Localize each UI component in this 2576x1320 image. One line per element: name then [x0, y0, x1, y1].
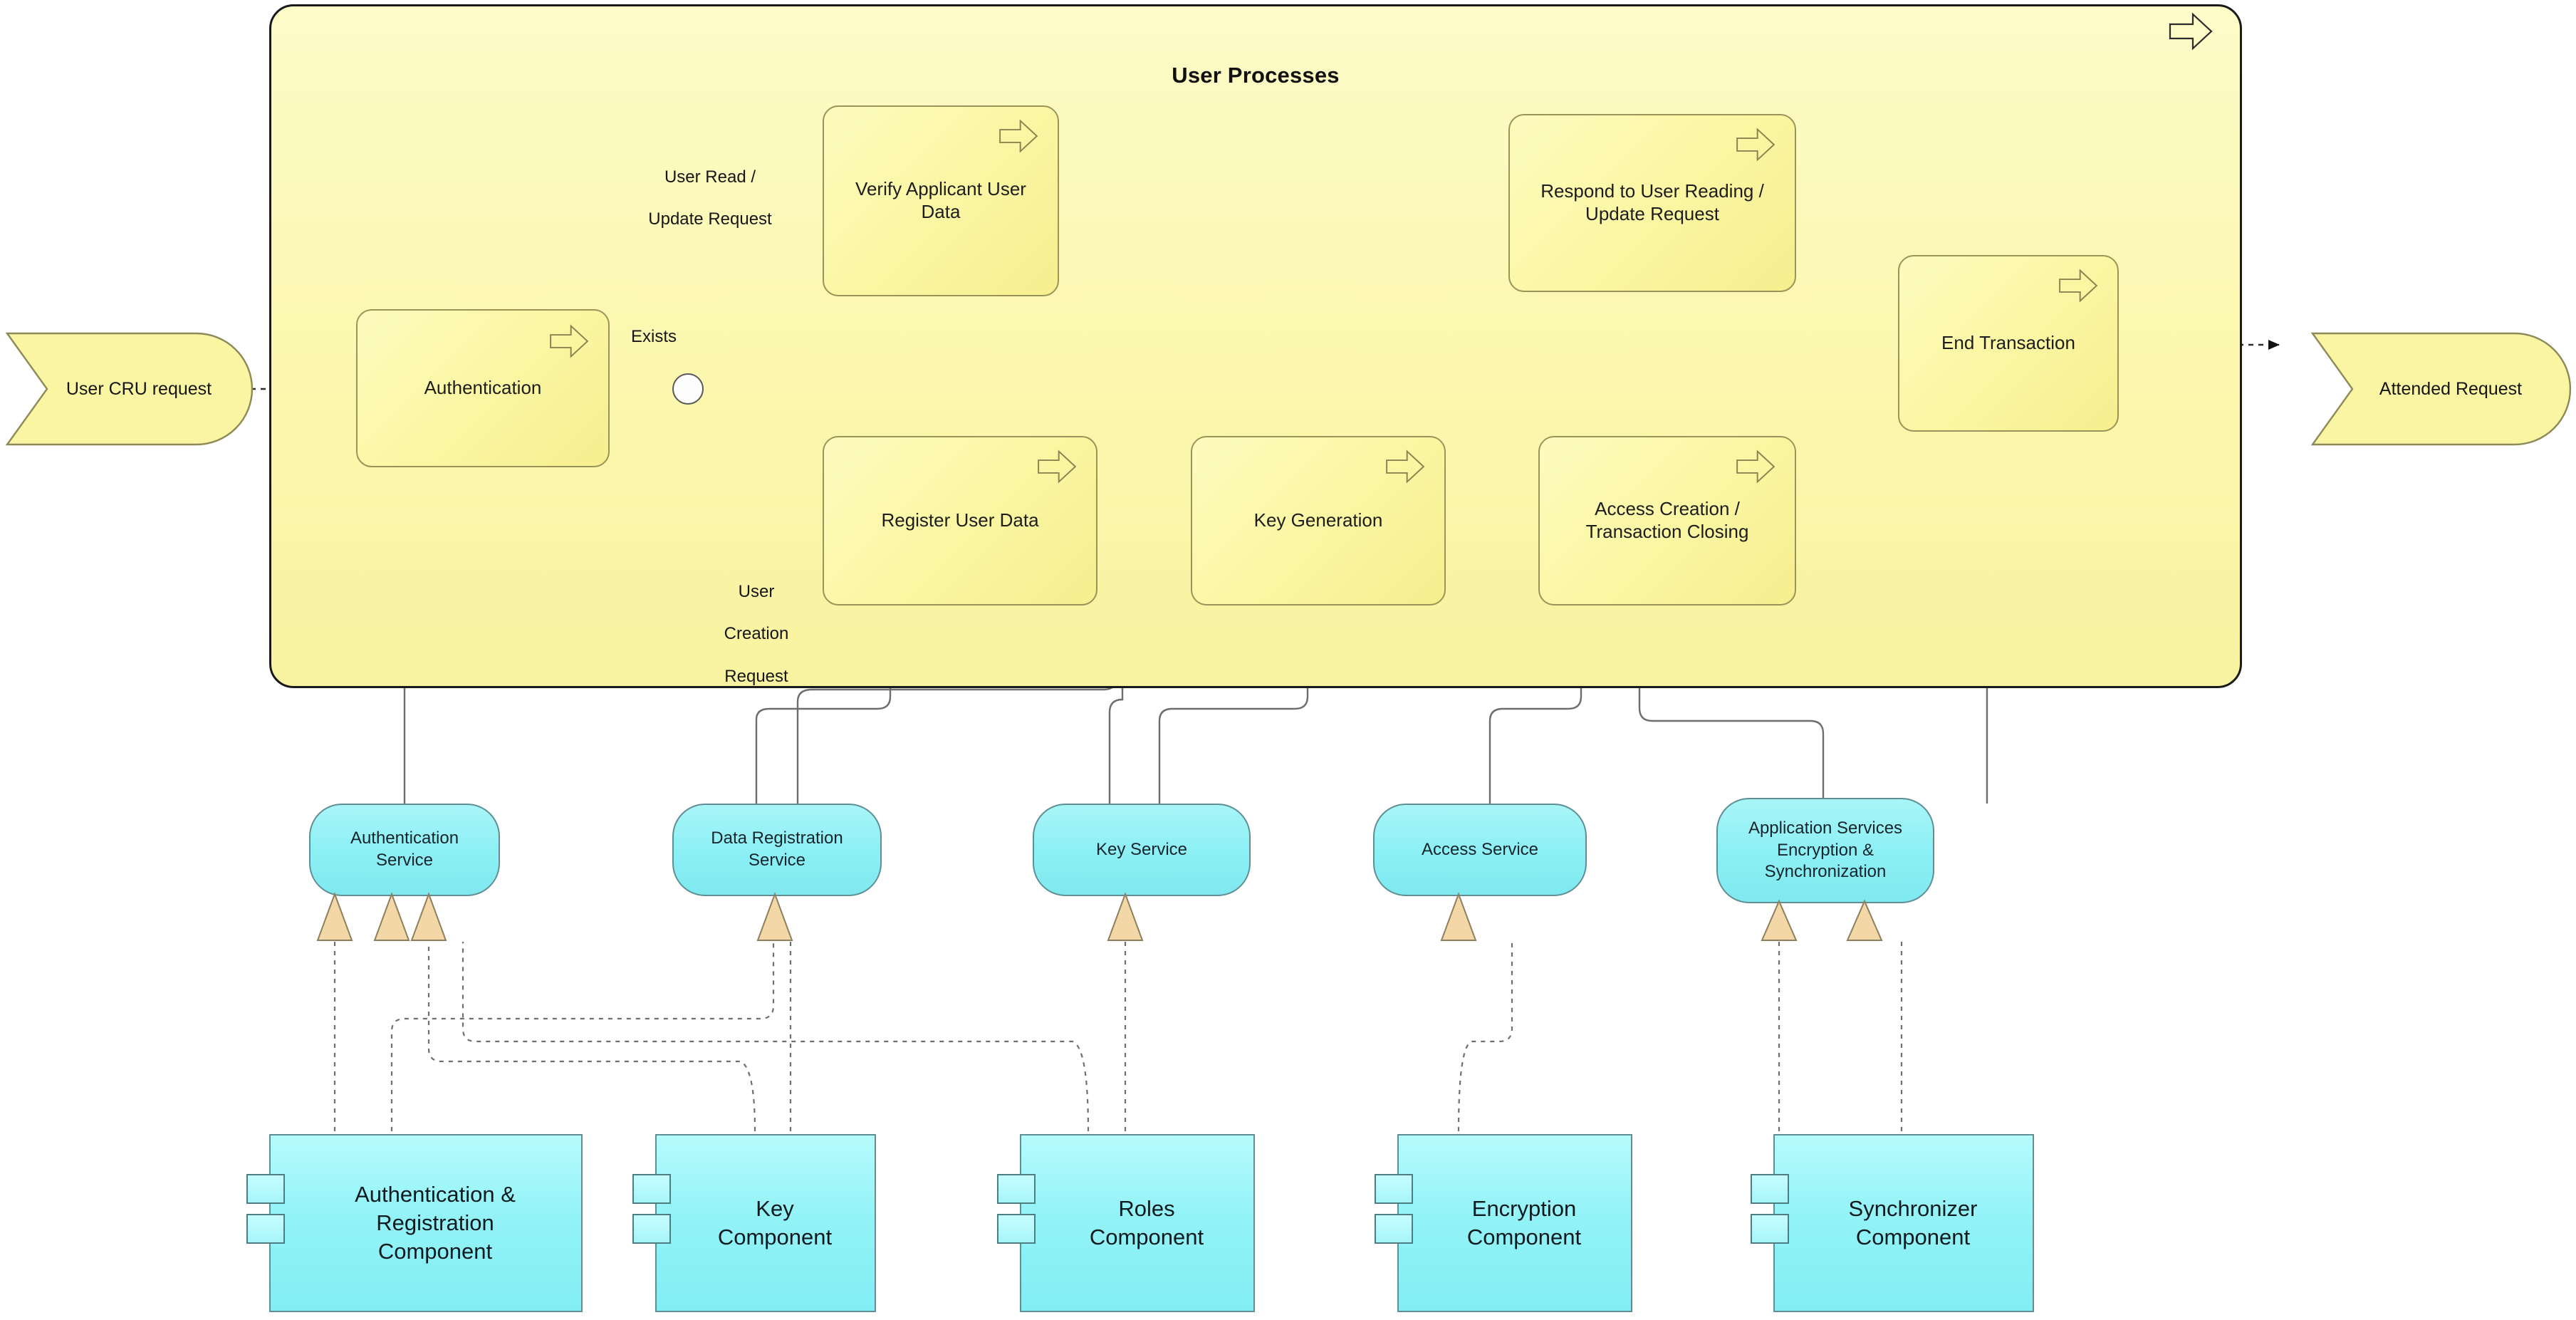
- label-user-creation-request: User Creation Request: [685, 560, 828, 708]
- service-appsvc-line1: Application Services: [1748, 818, 1903, 838]
- process-respond-line1: Respond to User Reading /: [1540, 180, 1764, 202]
- component-port-bottom: [632, 1214, 671, 1244]
- component-authreg-line2: Registration: [376, 1210, 494, 1235]
- service-access-service[interactable]: Access Service: [1373, 804, 1587, 896]
- component-key-line1: Key: [756, 1195, 794, 1221]
- label-user-read-update-request: User Read / Update Request: [614, 145, 806, 251]
- process-respond-line2: Update Request: [1585, 203, 1719, 224]
- attended-request-event[interactable]: Attended Request: [2311, 332, 2572, 446]
- label-ucr-line2: Creation: [724, 624, 789, 644]
- service-auth-line2: Service: [375, 851, 434, 870]
- component-port-top: [1751, 1174, 1789, 1204]
- chevron-flag-shape: [6, 332, 254, 446]
- realization-marker: [1440, 892, 1477, 941]
- process-end-transaction[interactable]: End Transaction: [1898, 255, 2119, 432]
- realization-marker: [1846, 899, 1883, 941]
- process-register-label: Register User Data: [881, 509, 1039, 531]
- component-sync-line2: Component: [1855, 1225, 1971, 1249]
- service-authentication-service[interactable]: Authentication Service: [309, 804, 500, 896]
- process-verify-line1: Verify Applicant User: [855, 178, 1026, 200]
- process-access-line1: Access Creation /: [1595, 498, 1740, 520]
- component-port-bottom: [1375, 1214, 1413, 1244]
- process-access-line2: Transaction Closing: [1585, 521, 1749, 542]
- service-appsvc-line3: Synchronization: [1764, 862, 1887, 882]
- component-synchronizer[interactable]: Synchronizer Component: [1773, 1134, 2034, 1312]
- process-access-creation-transaction-closing[interactable]: Access Creation / Transaction Closing: [1538, 436, 1796, 606]
- label-ucr-line1: User: [738, 581, 775, 601]
- chevron-flag-shape-out: [2311, 332, 2572, 446]
- realization-marker: [1107, 892, 1144, 941]
- component-key-line2: Component: [717, 1225, 833, 1249]
- component-key[interactable]: Key Component: [655, 1134, 876, 1312]
- component-encryption-line1: Encryption: [1471, 1195, 1577, 1221]
- component-port-bottom: [246, 1214, 285, 1244]
- realization-marker: [316, 892, 353, 941]
- component-port-top: [997, 1174, 1036, 1204]
- process-authentication[interactable]: Authentication: [356, 309, 610, 467]
- component-roles[interactable]: Roles Component: [1020, 1134, 1255, 1312]
- process-register-user-data[interactable]: Register User Data: [823, 436, 1097, 606]
- component-port-bottom: [1751, 1214, 1789, 1244]
- service-datareg-line1: Data Registration: [711, 828, 843, 848]
- realization-marker: [756, 892, 793, 941]
- label-urur-line1: User Read /: [664, 167, 756, 187]
- component-roles-line2: Component: [1089, 1225, 1204, 1249]
- component-authentication-registration[interactable]: Authentication & Registration Component: [269, 1134, 583, 1312]
- process-verify-line2: Data: [921, 201, 961, 222]
- process-key-generation[interactable]: Key Generation: [1191, 436, 1446, 606]
- user-cru-request-event[interactable]: User CRU request: [6, 332, 254, 446]
- service-key-label: Key Service: [1095, 839, 1188, 859]
- service-appsvc-line2: Encryption &: [1776, 840, 1874, 860]
- component-port-top: [1375, 1174, 1413, 1204]
- service-key-service[interactable]: Key Service: [1033, 804, 1251, 896]
- group-title: User Processes: [1172, 63, 1340, 88]
- component-port-top: [632, 1174, 671, 1204]
- service-access-label: Access Service: [1421, 839, 1539, 859]
- process-end-transaction-label: End Transaction: [1941, 332, 2075, 354]
- realization-marker: [1761, 899, 1798, 941]
- process-respond-user-reading-update[interactable]: Respond to User Reading / Update Request: [1508, 114, 1796, 292]
- user-cru-request-label: User CRU request: [66, 378, 212, 399]
- realization-marker: [410, 892, 447, 941]
- component-encryption[interactable]: Encryption Component: [1397, 1134, 1632, 1312]
- label-exists: Exists: [630, 327, 677, 346]
- process-key-generation-label: Key Generation: [1253, 509, 1383, 531]
- process-authentication-label: Authentication: [424, 377, 542, 399]
- service-auth-line1: Authentication: [350, 828, 459, 848]
- service-datareg-line2: Service: [748, 851, 806, 870]
- junction-exists[interactable]: [672, 373, 704, 405]
- component-authreg-line1: Authentication &: [355, 1181, 516, 1207]
- label-urur-line2: Update Request: [648, 209, 772, 229]
- component-roles-line1: Roles: [1118, 1195, 1175, 1221]
- label-ucr-line3: Request: [724, 666, 788, 686]
- component-encryption-line2: Component: [1466, 1225, 1582, 1249]
- realization-marker: [373, 892, 410, 941]
- component-port-bottom: [997, 1214, 1036, 1244]
- service-application-services-encryption-synchronization[interactable]: Application Services Encryption & Synchr…: [1716, 798, 1934, 903]
- attended-request-label: Attended Request: [2379, 378, 2523, 399]
- service-data-registration-service[interactable]: Data Registration Service: [672, 804, 882, 896]
- component-authreg-line3: Component: [377, 1239, 493, 1264]
- component-sync-line1: Synchronizer: [1848, 1195, 1978, 1221]
- component-port-top: [246, 1174, 285, 1204]
